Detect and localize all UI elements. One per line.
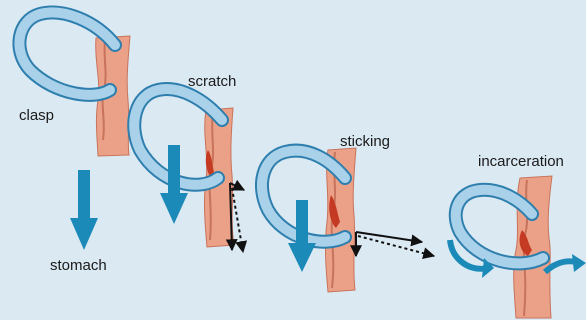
stage-incarceration: incarceration [450, 153, 586, 318]
stage-sticking: sticking [262, 133, 434, 292]
force-arrows-3 [356, 232, 434, 256]
stomach-label: stomach [50, 257, 107, 274]
stage-label: incarceration [478, 153, 564, 170]
curved-rotation-arrow-icon [545, 254, 586, 272]
stage-clasp: clasp stomach [19, 12, 130, 274]
stage-label: sticking [340, 133, 390, 150]
down-arrow-icon [70, 170, 98, 250]
stage-label: clasp [19, 107, 54, 124]
stage-label: scratch [188, 73, 236, 90]
stage-scratch: scratch [134, 73, 244, 252]
